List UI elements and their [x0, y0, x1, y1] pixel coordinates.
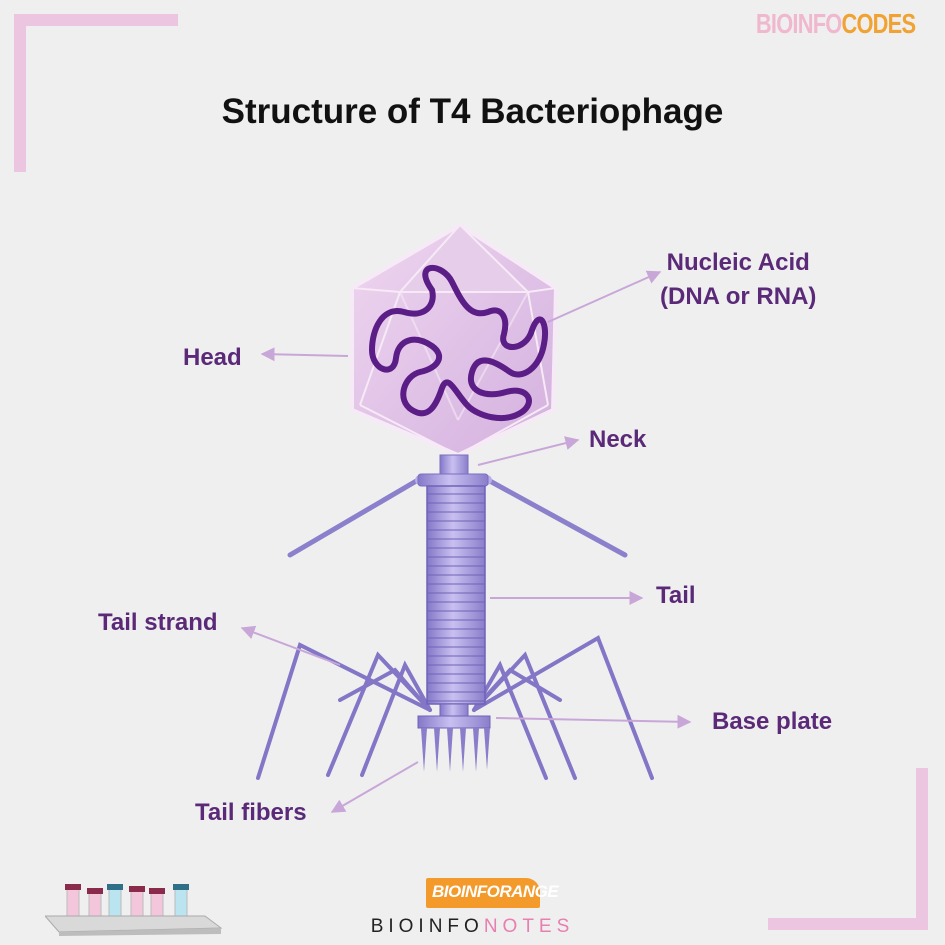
pointer-lines	[240, 270, 692, 813]
tail-sheath	[426, 485, 486, 705]
label-base-plate: Base plate	[712, 708, 833, 735]
brand-logo: BIOINFOCODES	[755, 8, 916, 40]
footer-part1: BIOINFO	[370, 916, 484, 937]
tail-fibers	[256, 635, 654, 780]
base-plate	[417, 703, 491, 772]
bioinforange-logo: BIOINFORANGE	[426, 878, 559, 908]
corner-decoration-top-left	[14, 14, 178, 172]
label-nucleic-acid-line1: Nucleic Acid	[666, 249, 810, 276]
label-tail-fibers: Tail fibers	[195, 799, 307, 826]
neck	[417, 454, 489, 487]
label-tail: Tail	[656, 582, 696, 609]
label-head: Head	[183, 344, 242, 371]
label-neck: Neck	[589, 426, 647, 453]
footer-part2: NOTES	[483, 916, 575, 937]
page-title: Structure of T4 Bacteriophage	[221, 92, 724, 131]
brand-part1: BIOINFO	[755, 8, 842, 39]
nucleic-acid-strand	[369, 265, 548, 422]
test-tube-rack-illustration	[45, 884, 223, 936]
label-nucleic-acid: Nucleic Acid (DNA or RNA)	[660, 246, 816, 314]
corner-decoration-bottom-right	[768, 768, 928, 930]
label-nucleic-acid-line2: (DNA or RNA)	[660, 283, 817, 310]
brand-part2: CODES	[841, 8, 916, 39]
bioinforange-logo-text: BIOINFORANGE	[432, 882, 559, 901]
label-tail-strand: Tail strand	[98, 609, 218, 636]
footer-wordmark: BIOINFONOTES	[0, 916, 945, 938]
